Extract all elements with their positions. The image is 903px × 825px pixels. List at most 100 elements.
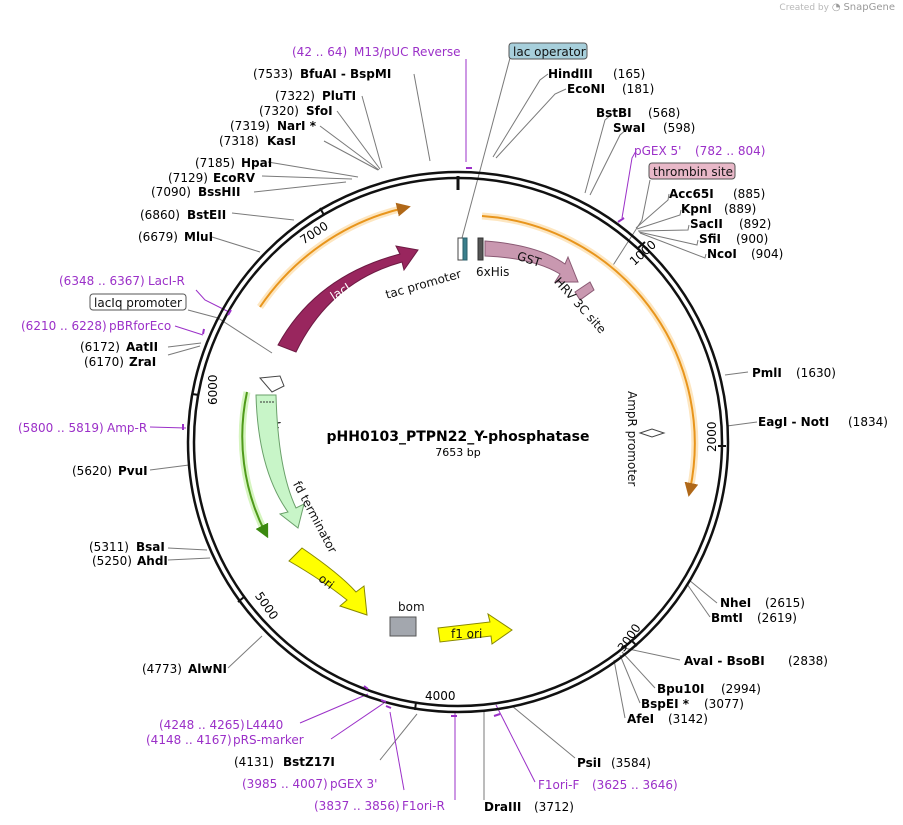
site-econi-position: (181) xyxy=(622,82,654,96)
site-alwni-name: AlwNI xyxy=(188,662,227,676)
site-pvui[interactable]: (5620)PvuI xyxy=(72,464,148,478)
site-bspei-position: (3077) xyxy=(704,697,744,711)
site-eagi-noti-position: (1834) xyxy=(848,415,888,429)
watermark-brand: SnapGene xyxy=(843,2,895,13)
ampr-feature[interactable] xyxy=(255,394,305,529)
site-bsai[interactable]: (5311)BsaI xyxy=(89,540,165,554)
site-pmli-name: PmlI xyxy=(752,366,782,380)
site-sfii[interactable]: SfiI(900) xyxy=(699,232,768,246)
site-ncoi[interactable]: NcoI(904) xyxy=(707,247,783,261)
orf-arc-ampr[interactable] xyxy=(241,391,269,539)
primer-pgex-5[interactable]: pGEX 5' (782 .. 804) xyxy=(634,144,765,158)
primer-f1ori-f[interactable]: F1ori-F(3625 .. 3646) xyxy=(538,778,678,792)
primer-laci-r-position: (6348 .. 6367) xyxy=(59,274,145,288)
ori-feature[interactable] xyxy=(288,547,368,616)
site-alwni[interactable]: (4773)AlwNI xyxy=(142,662,227,676)
tick-label-6000: 6000 xyxy=(206,374,220,405)
site-bsteii[interactable]: (6860)BstEII xyxy=(140,208,226,222)
site-sacii-name: SacII xyxy=(690,217,723,231)
laciq-promoter-box[interactable]: lacIq promoter xyxy=(89,293,187,311)
site-avai-bsobi[interactable]: AvaI - BsoBI(2838) xyxy=(684,654,828,668)
site-kasi[interactable]: (7318)KasI xyxy=(219,134,296,148)
site-ecorv[interactable]: (7129)EcoRV xyxy=(168,171,256,185)
site-hindiii-position: (165) xyxy=(613,67,645,81)
site-bstbi-name: BstBI xyxy=(596,106,632,120)
tac-promoter-feature[interactable] xyxy=(457,237,464,261)
site-afei-name: AfeI xyxy=(627,712,654,726)
site-hindiii[interactable]: HindIII(165) xyxy=(548,67,645,81)
site-bpu10i[interactable]: Bpu10I(2994) xyxy=(657,682,761,696)
gst-feature[interactable] xyxy=(484,240,579,283)
site-afei-position: (3142) xyxy=(668,712,708,726)
ampr-promoter-feature[interactable] xyxy=(258,375,285,393)
site-ecorv-name: EcoRV xyxy=(213,171,256,185)
site-afei[interactable]: AfeI (3142) xyxy=(627,712,708,726)
primer-f1ori-r[interactable]: (3837 .. 3856)F1ori-R xyxy=(314,799,445,813)
site-bspei[interactable]: BspEI * (3077) xyxy=(641,697,744,711)
site-pmli[interactable]: PmlI(1630) xyxy=(752,366,836,380)
site-swai[interactable]: SwaI(598) xyxy=(613,121,695,135)
site-zrai[interactable]: (6170) ZraI xyxy=(84,355,156,369)
site-sfoi[interactable]: (7320)SfoI xyxy=(259,104,333,118)
site-bspei-name: BspEI * xyxy=(641,697,690,711)
lac-operator-feature[interactable] xyxy=(462,237,468,261)
site-ahdi[interactable]: (5250)AhdI xyxy=(92,554,168,568)
site-bfuai-bspmi[interactable]: (7533)BfuAI - BspMI xyxy=(253,67,391,81)
site-mlui[interactable]: (6679)MluI xyxy=(138,230,213,244)
site-avai-bsobi-position: (2838) xyxy=(788,654,828,668)
site-kpni[interactable]: KpnI(889) xyxy=(681,202,756,216)
primer-laci-r-name: LacI-R xyxy=(148,274,185,288)
site-bstz17i-name: BstZ17I xyxy=(283,755,335,769)
site-kasi-name: KasI xyxy=(267,134,296,148)
site-aatii[interactable]: (6172)AatII xyxy=(80,340,158,354)
ruler-ticks xyxy=(191,207,726,711)
his-tag-feature[interactable] xyxy=(477,237,484,261)
f1-ori-feature[interactable] xyxy=(437,612,513,645)
site-nhei[interactable]: NheI(2615) xyxy=(720,596,805,610)
site-nari[interactable]: (7319)NarI * xyxy=(230,119,317,133)
site-bmti[interactable]: BmtI(2619) xyxy=(711,611,797,625)
site-sacii[interactable]: SacII(892) xyxy=(690,217,771,231)
lac-operator-box[interactable]: lac operator xyxy=(508,42,588,60)
site-bstz17i[interactable]: (4131) BstZ17I xyxy=(234,755,335,769)
site-zrai-name: ZraI xyxy=(129,355,156,369)
primer-pgex-5-name: pGEX 5' xyxy=(634,144,681,158)
primer-prs-marker[interactable]: (4148 .. 4167)pRS-marker xyxy=(146,733,304,747)
site-pvui-position: (5620) xyxy=(72,464,112,478)
site-bsteii-name: BstEII xyxy=(187,208,226,222)
primer-l4440[interactable]: (4248 .. 4265)L4440 xyxy=(159,718,283,732)
orf-arc-gst[interactable] xyxy=(481,215,699,497)
site-psii[interactable]: PsiI(3584) xyxy=(577,756,651,770)
site-hpai[interactable]: (7185)HpaI xyxy=(195,156,272,170)
primer-l4440-name: L4440 xyxy=(246,718,283,732)
primer-pgex-3[interactable]: (3985 .. 4007)pGEX 3' xyxy=(242,777,377,791)
site-pluti[interactable]: (7322)PluTI xyxy=(275,89,356,103)
site-eagi-noti[interactable]: EagI - NotI(1834) xyxy=(758,415,888,429)
hrv-3c-feature[interactable] xyxy=(574,281,595,301)
site-econi[interactable]: EcoNI(181) xyxy=(567,82,654,96)
primer-pgex-5-position: (782 .. 804) xyxy=(695,144,765,158)
site-sfii-name: SfiI xyxy=(699,232,721,246)
primer-pbrforeco-name: pBRforEco xyxy=(109,319,171,333)
primer-m13-puc-reverse[interactable]: (42 .. 64)M13/pUC Reverse xyxy=(292,45,461,59)
laci-feature[interactable] xyxy=(277,245,419,353)
site-bstbi[interactable]: BstBI(568) xyxy=(596,106,680,120)
laciq-promoter-label: lacIq promoter xyxy=(94,296,182,310)
site-bstz17i-position: (4131) xyxy=(234,755,274,769)
primer-amp-r[interactable]: (5800 .. 5819)Amp-R xyxy=(18,421,147,435)
bom-feature[interactable] xyxy=(389,616,417,637)
site-zrai-position: (6170) xyxy=(84,355,124,369)
site-acc65i[interactable]: Acc65I(885) xyxy=(669,187,765,201)
site-draiii[interactable]: DraIII(3712) xyxy=(484,800,574,814)
site-bsshii[interactable]: (7090)BssHII xyxy=(151,185,240,199)
thrombin-site-box[interactable]: thrombin site xyxy=(648,162,736,180)
site-ncoi-name: NcoI xyxy=(707,247,737,261)
primer-pbrforeco-position: (6210 .. 6228) xyxy=(21,319,107,333)
fd-terminator-feature[interactable] xyxy=(638,428,666,438)
orf-arc-laci[interactable] xyxy=(259,202,411,308)
site-hpai-position: (7185) xyxy=(195,156,235,170)
primer-pbrforeco[interactable]: (6210 .. 6228)pBRforEco xyxy=(21,319,171,333)
site-aatii-position: (6172) xyxy=(80,340,120,354)
primer-laci-r[interactable]: (6348 .. 6367)LacI-R xyxy=(59,274,185,288)
